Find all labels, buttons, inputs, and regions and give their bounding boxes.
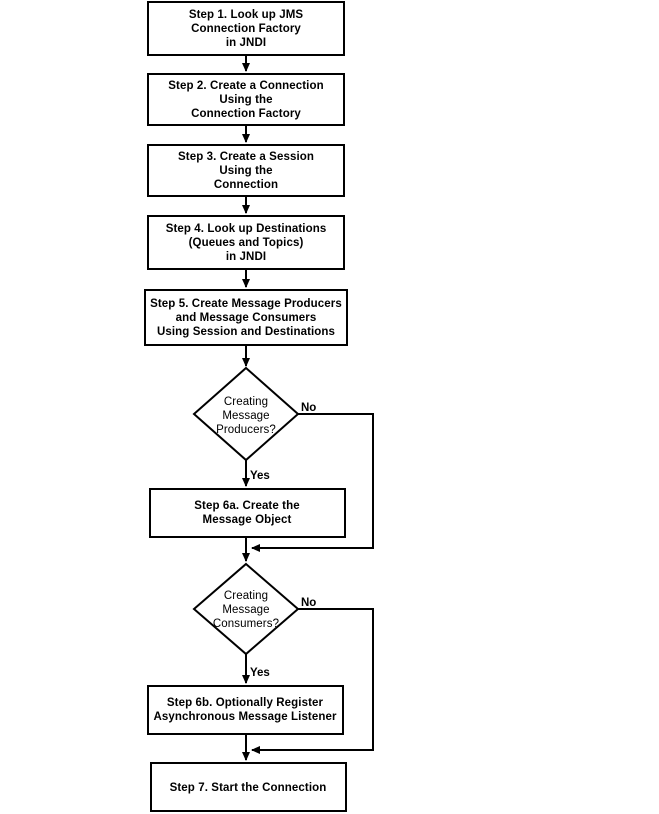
node-step3-line-2: Using the bbox=[219, 165, 272, 177]
node-step6b-line-1: Step 6b. Optionally Register bbox=[167, 697, 324, 709]
node-step3-line-1: Step 3. Create a Session bbox=[178, 151, 314, 163]
node-step4-line-2: (Queues and Topics) bbox=[189, 237, 304, 249]
node-step4-shape bbox=[147, 215, 345, 270]
node-decision2-line-3: Consumers? bbox=[213, 618, 279, 630]
node-step4[interactable]: Step 4. Look up Destinations (Queues and… bbox=[147, 215, 345, 270]
node-step2-line-3: Connection Factory bbox=[191, 108, 301, 120]
node-decision2-shape bbox=[192, 562, 300, 656]
node-decision1-line-3: Producers? bbox=[216, 424, 276, 436]
node-decision1[interactable]: Creating Message Producers? bbox=[192, 366, 300, 462]
node-step1[interactable]: Step 1. Look up JMS Connection Factory i… bbox=[147, 1, 345, 56]
node-step6b[interactable]: Step 6b. Optionally Register Asynchronou… bbox=[147, 685, 344, 735]
node-decision2-line-1: Creating bbox=[224, 590, 268, 602]
node-step5[interactable]: Step 5. Create Message Producers and Mes… bbox=[144, 289, 348, 346]
node-step3-line-3: Connection bbox=[214, 179, 278, 191]
node-step2[interactable]: Step 2. Create a Connection Using the Co… bbox=[147, 73, 345, 126]
node-step5-shape bbox=[144, 289, 348, 346]
branch-label-no-1: No bbox=[301, 402, 316, 414]
edge-decision2-no-bypass bbox=[251, 608, 374, 754]
node-step2-shape bbox=[147, 73, 345, 126]
node-step2-line-2: Using the bbox=[219, 94, 272, 106]
node-step5-line-2: and Message Consumers bbox=[176, 312, 317, 324]
node-decision2[interactable]: Creating Message Consumers? bbox=[192, 562, 300, 656]
branch-label-no-2: No bbox=[301, 597, 316, 609]
node-step5-line-1: Step 5. Create Message Producers bbox=[150, 298, 342, 310]
node-step1-line-2: Connection Factory bbox=[191, 23, 301, 35]
node-step1-shape bbox=[147, 1, 345, 56]
node-step6b-line-2: Asynchronous Message Listener bbox=[153, 711, 337, 723]
node-decision1-line-1: Creating bbox=[224, 396, 268, 408]
node-step1-line-3: in JNDI bbox=[226, 37, 266, 49]
node-step4-line-1: Step 4. Look up Destinations bbox=[166, 223, 327, 235]
node-step6a[interactable]: Step 6a. Create the Message Object bbox=[149, 488, 346, 538]
node-step6b-shape bbox=[147, 685, 344, 735]
node-step7-line-1: Step 7. Start the Connection bbox=[170, 782, 327, 794]
node-decision2-line-2: Message bbox=[222, 604, 269, 616]
node-step4-line-3: in JNDI bbox=[226, 251, 266, 263]
node-decision1-line-2: Message bbox=[222, 410, 269, 422]
node-step7[interactable]: Step 7. Start the Connection bbox=[150, 762, 347, 812]
node-step2-line-1: Step 2. Create a Connection bbox=[168, 80, 323, 92]
connector-layer bbox=[242, 55, 374, 761]
node-step3-shape bbox=[147, 144, 345, 197]
node-step5-line-3: Using Session and Destinations bbox=[157, 326, 335, 338]
node-step6a-line-2: Message Object bbox=[203, 514, 292, 526]
node-step7-shape bbox=[150, 762, 347, 812]
node-step3[interactable]: Step 3. Create a Session Using the Conne… bbox=[147, 144, 345, 197]
node-decision1-shape bbox=[192, 366, 300, 462]
node-step6a-shape bbox=[149, 488, 346, 538]
edge-decision1-no-bypass bbox=[251, 413, 374, 552]
branch-label-layer: No Yes No Yes bbox=[250, 402, 316, 679]
branch-label-yes-1: Yes bbox=[250, 470, 270, 482]
branch-label-yes-2: Yes bbox=[250, 667, 270, 679]
node-step1-line-1: Step 1. Look up JMS bbox=[189, 9, 304, 21]
node-step6a-line-1: Step 6a. Create the bbox=[194, 500, 299, 512]
